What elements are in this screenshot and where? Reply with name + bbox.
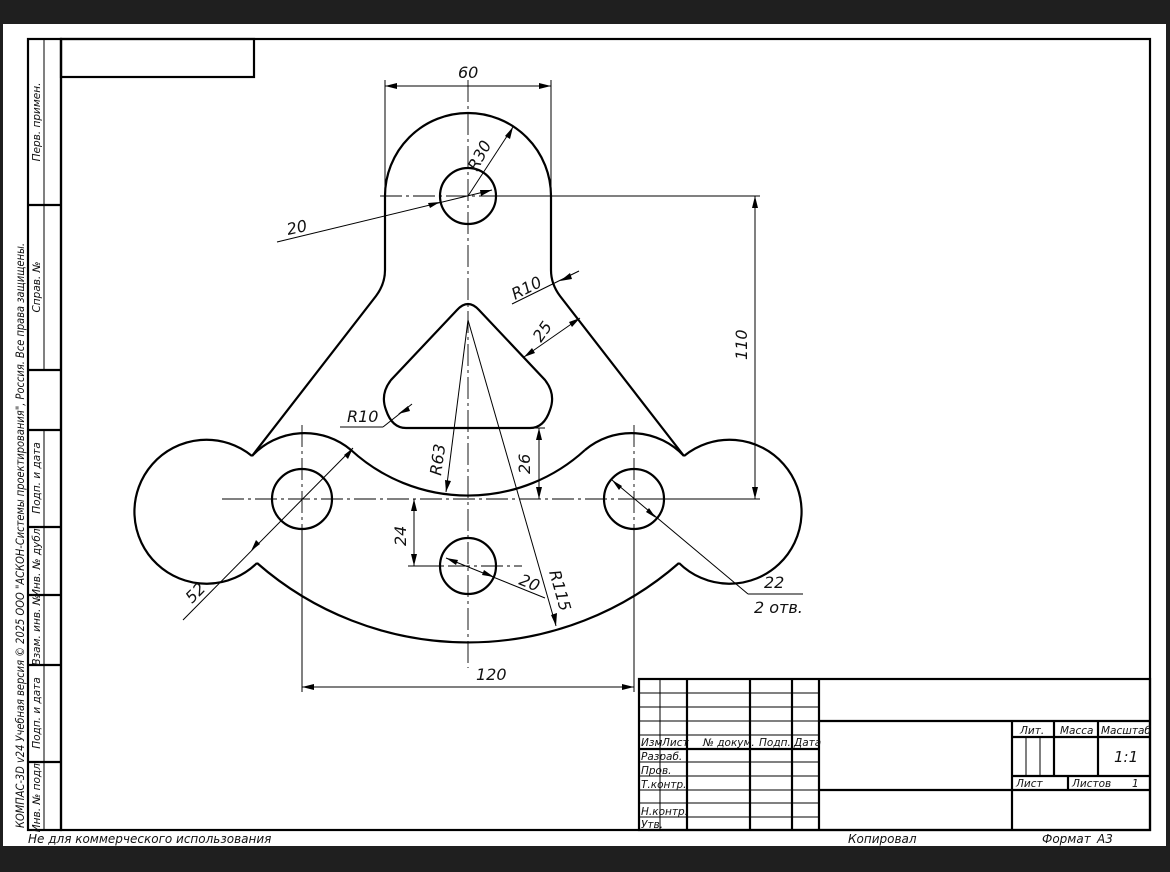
leader-20-top bbox=[276, 189, 493, 243]
dim-26-label: 26 bbox=[515, 454, 534, 474]
stamp-label: Подп. и дата bbox=[31, 677, 43, 749]
dim-line-r63 bbox=[445, 319, 469, 493]
arrowhead bbox=[446, 558, 494, 577]
left-boss-outline-arc bbox=[251, 432, 352, 457]
tb-row-label: Разраб. bbox=[641, 751, 682, 763]
tb-sheets-value: 1 bbox=[1132, 778, 1139, 790]
tb-header-doc: № докум. bbox=[702, 737, 755, 749]
arrowhead bbox=[398, 406, 410, 414]
dim-r10-left-label: R10 bbox=[347, 407, 378, 426]
copied-label: Копировал bbox=[848, 832, 917, 846]
tb-sheets-label: Листов bbox=[1071, 778, 1111, 790]
tb-mass-label: Масса bbox=[1060, 725, 1093, 737]
arrowhead bbox=[505, 127, 513, 139]
paper bbox=[3, 24, 1166, 846]
arrowhead bbox=[428, 190, 492, 208]
left-hole bbox=[270, 467, 334, 531]
dim-r63-label: R63 bbox=[426, 443, 449, 477]
tb-header-list: Лист bbox=[661, 737, 689, 749]
leader-22 bbox=[611, 479, 749, 595]
stamp-label: Подп. и дата bbox=[31, 442, 43, 514]
format-label: Формат bbox=[1042, 832, 1092, 846]
outer-arc-r115 bbox=[256, 562, 680, 644]
tb-row-label: Пров. bbox=[641, 765, 672, 777]
tb-header-izm: Изм bbox=[641, 737, 662, 749]
arrowhead bbox=[560, 273, 572, 281]
format-value: A3 bbox=[1096, 832, 1113, 846]
arrowhead bbox=[551, 613, 557, 626]
right-boss-outline-arc bbox=[584, 432, 685, 457]
stamp-label: Взам. инв. № bbox=[31, 594, 43, 665]
left-boss-outline bbox=[133, 438, 258, 585]
holes-note: 2 отв. bbox=[754, 598, 803, 617]
copyright-text: КОМПАС-3D v24 Учебная версия © 2025 ООО … bbox=[13, 243, 27, 828]
arrowhead bbox=[612, 480, 656, 518]
tb-row-label: Т.контр. bbox=[641, 779, 687, 791]
dim-20-top-label: 20 bbox=[285, 216, 309, 239]
tb-scale-value: 1:1 bbox=[1114, 748, 1138, 766]
non-commercial-note: Не для коммерческого использования bbox=[28, 832, 271, 846]
tb-header-date: Дата bbox=[793, 737, 821, 749]
dim-24-label: 24 bbox=[391, 526, 410, 546]
right-boss-outline bbox=[678, 438, 803, 585]
tb-lit-label: Лит. bbox=[1019, 725, 1044, 737]
part-outline-top bbox=[251, 111, 685, 457]
tb-sheet-label: Лист bbox=[1015, 778, 1043, 790]
stamp-label: Инв. № подл. bbox=[31, 760, 43, 832]
title-block bbox=[637, 677, 1152, 832]
tb-row-label: Утв. bbox=[641, 819, 663, 831]
dim-line-r115 bbox=[467, 319, 557, 627]
triangle-window bbox=[382, 302, 554, 430]
stamp-label: Инв. № дубл. bbox=[31, 525, 43, 597]
leader-20-bottom bbox=[445, 557, 546, 599]
tb-row-label: Н.контр. bbox=[641, 806, 688, 818]
dim-110-label: 110 bbox=[732, 329, 751, 360]
tb-header-sign: Подп. bbox=[759, 737, 791, 749]
tb-scale-label: Масштаб bbox=[1101, 725, 1151, 737]
dim-22-label: 22 bbox=[764, 573, 784, 592]
inner-arc-r63 bbox=[350, 449, 586, 497]
arrowhead bbox=[445, 480, 451, 492]
dim-60-label: 60 bbox=[458, 63, 478, 82]
dim-120-label: 120 bbox=[476, 665, 507, 684]
dim-line-52 bbox=[182, 447, 354, 621]
top-left-stamp-box bbox=[59, 37, 256, 79]
stamp-label: Перв. примен. bbox=[31, 83, 43, 162]
stamp-label: Справ. № bbox=[31, 261, 43, 312]
arrowhead bbox=[524, 318, 580, 357]
dim-line-r30 bbox=[467, 126, 514, 197]
